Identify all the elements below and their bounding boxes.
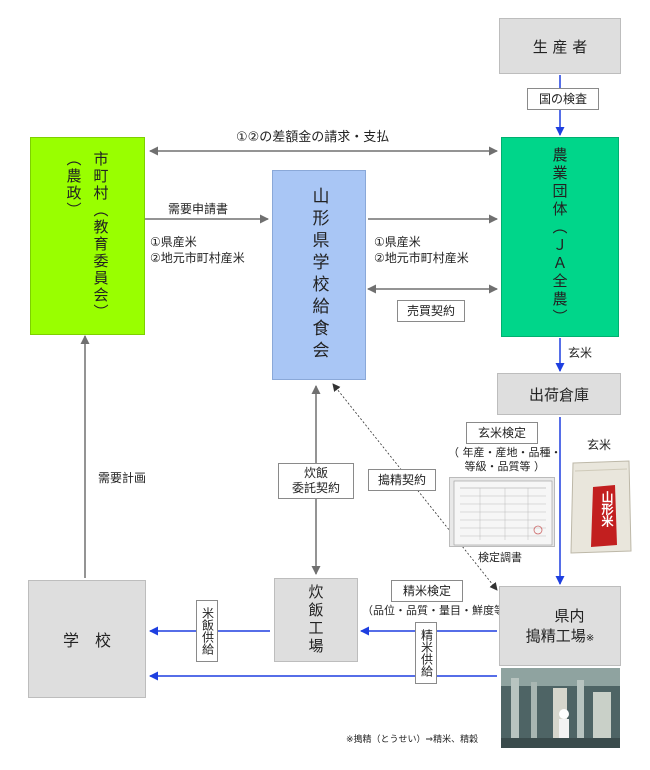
national-inspection-label: 国の検査 — [527, 88, 599, 110]
rice-bag-text: 山形米 — [600, 491, 614, 527]
association-box: 山形県学校給食会 — [272, 170, 366, 380]
milled-supply-label: 精米供給 — [415, 622, 437, 684]
milled-inspection-text: 精米検定 — [402, 583, 451, 598]
factory-interior-icon — [501, 668, 620, 748]
association-label: 山形県学校給食会 — [308, 187, 329, 363]
inspection-certificate-image — [449, 477, 555, 547]
sales-contract-text: 売買契約 — [406, 303, 455, 318]
brown-rice-label: 玄米 — [568, 346, 593, 360]
warehouse-label: 出荷倉庫 — [528, 385, 589, 404]
rice-plant-label: 炊飯工場 — [306, 584, 325, 656]
producer-box: 生 産 者 — [499, 18, 621, 74]
ja-label: 農業団体（ＪＡ全農） — [550, 147, 569, 327]
rice-bag-icon — [570, 460, 632, 554]
mill-factory-photo — [501, 668, 620, 748]
price-difference-label: ①②の差額金の請求・支払 — [236, 130, 390, 145]
demand-request-label: 需要申請書 — [168, 202, 229, 216]
producer-label: 生 産 者 — [532, 37, 588, 56]
rice-right-2: ②地元市町村産米 — [374, 251, 469, 265]
sales-contract-label: 売買契約 — [397, 300, 465, 322]
demand-plan-label: 需要計画 — [98, 471, 147, 485]
rice-left-1: ①県産米 — [150, 235, 197, 249]
school-label: 学 校 — [62, 631, 111, 650]
certificate-document-icon — [453, 480, 553, 546]
cooked-supply-text: 米飯供給 — [200, 607, 215, 655]
ja-box: 農業団体（ＪＡ全農） — [501, 137, 619, 337]
mill-footnote-mark: ※ — [585, 633, 595, 644]
rice-plant-box: 炊飯工場 — [274, 578, 358, 662]
milled-items: （品位・品質・量目・鮮度等） — [362, 604, 516, 617]
school-box: 学 校 — [28, 580, 146, 698]
footnote: ※搗精（とうせい）⇒精米、精穀 — [346, 735, 479, 745]
cooking-contract-label: 炊飯 委託契約 — [278, 463, 354, 499]
brown-rice-inspection-text: 玄米検定 — [477, 425, 526, 440]
rice-bag-image: 山形米 — [567, 457, 635, 557]
brown-rice-items: （ 年産・産地・品種・ 等級・品質等 ） — [448, 446, 562, 474]
brown-rice-photo-label: 玄米 — [587, 438, 612, 452]
mill-box: 県内 搗精工場※ — [499, 586, 621, 666]
mill-label: 県内 搗精工場 — [525, 606, 586, 645]
cooked-supply-label: 米飯供給 — [196, 600, 218, 662]
municipality-label: 市町村（教育委員会） — [91, 151, 110, 321]
milled-supply-text: 精米供給 — [419, 629, 434, 677]
cooking-contract-text: 炊飯 委託契約 — [291, 466, 340, 495]
rice-left-2: ②地元市町村産米 — [150, 251, 245, 265]
milling-contract-text: 搗精契約 — [377, 472, 426, 487]
brown-rice-inspection-label: 玄米検定 — [466, 422, 538, 444]
municipality-sub-label: （農政） — [64, 151, 83, 219]
national-inspection-text: 国の検査 — [538, 91, 587, 106]
milled-inspection-label: 精米検定 — [391, 580, 463, 602]
milling-contract-label: 搗精契約 — [368, 469, 436, 491]
rice-right-1: ①県産米 — [374, 235, 421, 249]
warehouse-box: 出荷倉庫 — [497, 373, 621, 415]
inspection-certificate-label: 検定調書 — [478, 551, 522, 564]
municipality-box: 市町村（教育委員会） （農政） — [30, 137, 145, 335]
